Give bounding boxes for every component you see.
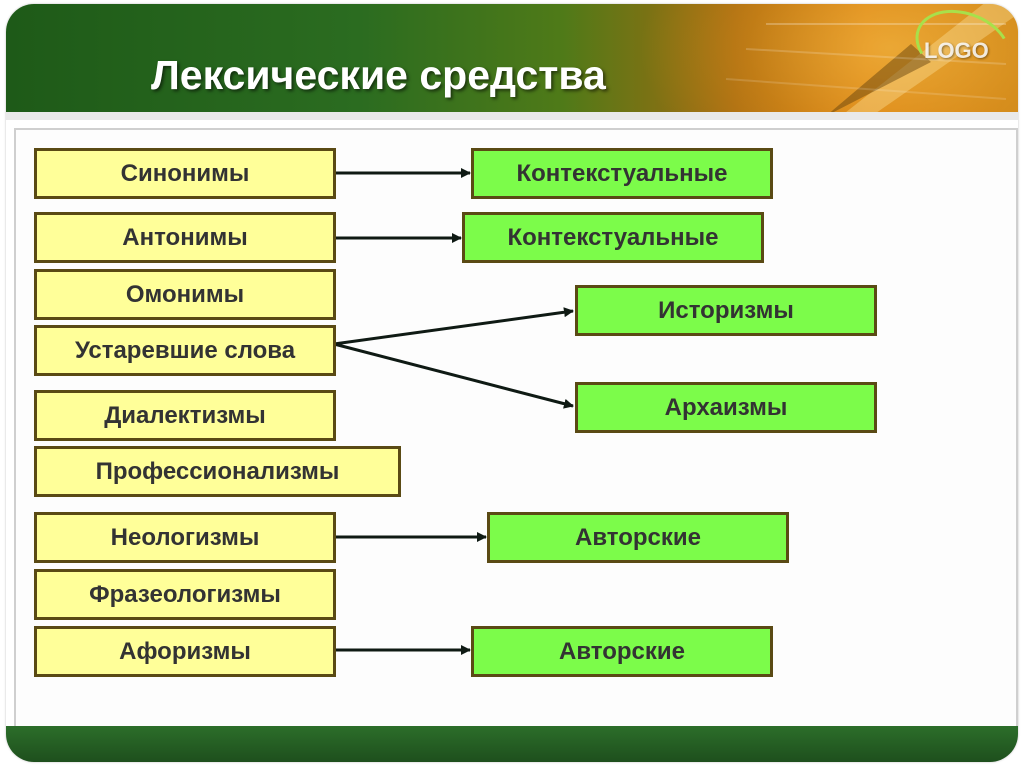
- slide: LOGO Лексические средства Синонимы Антон…: [6, 4, 1018, 762]
- page-title: Лексические средства: [151, 52, 606, 98]
- arrow-obsolete-historisms: [333, 307, 574, 346]
- term-professionalisms: Профессионализмы: [34, 446, 401, 497]
- connector-arrows: [333, 168, 574, 655]
- type-contextual-antonyms: Контекстуальные: [462, 212, 764, 263]
- header-banner: LOGO Лексические средства: [6, 4, 1018, 120]
- type-archaisms: Архаизмы: [575, 382, 877, 433]
- arrow-obsolete-archaisms: [333, 342, 574, 409]
- type-historisms: Историзмы: [575, 285, 877, 336]
- footer-bar: [6, 726, 1018, 762]
- logo-text: LOGO: [924, 38, 989, 63]
- term-neologisms: Неологизмы: [34, 512, 336, 563]
- term-homonyms: Омонимы: [34, 269, 336, 320]
- header-glow: [638, 4, 1018, 120]
- header-divider: [6, 112, 1018, 120]
- term-aphorisms: Афоризмы: [34, 626, 336, 677]
- type-author-aphorisms: Авторские: [471, 626, 773, 677]
- term-phraseologisms: Фразеологизмы: [34, 569, 336, 620]
- type-contextual-synonyms: Контекстуальные: [471, 148, 773, 199]
- type-author-neologisms: Авторские: [487, 512, 789, 563]
- term-antonyms: Антонимы: [34, 212, 336, 263]
- term-synonyms: Синонимы: [34, 148, 336, 199]
- term-obsolete-words: Устаревшие слова: [34, 325, 336, 376]
- fountain-pen-icon: [725, 4, 1018, 120]
- term-dialectisms: Диалектизмы: [34, 390, 336, 441]
